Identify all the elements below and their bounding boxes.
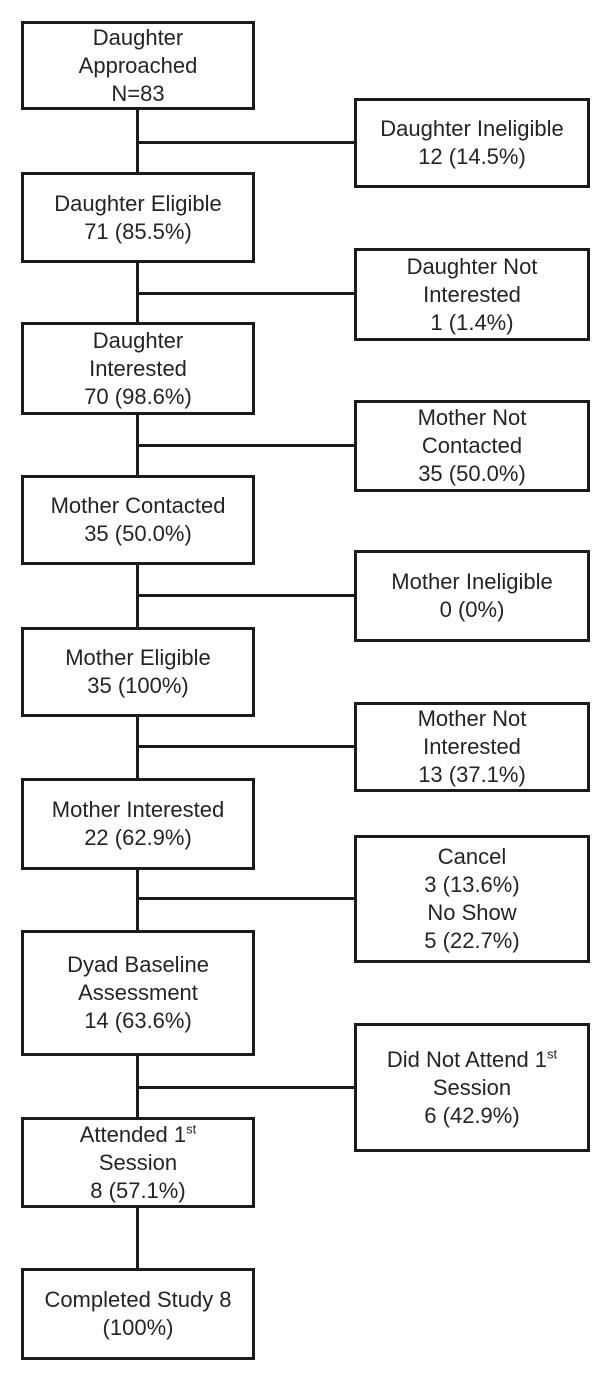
box-text-line: 8 (57.1%) — [90, 1177, 186, 1203]
box-text-line: Session — [432, 1074, 512, 1100]
branch-line-daughter-ineligible — [137, 141, 355, 144]
box-text-line: 13 (37.1%) — [418, 762, 526, 787]
flow-box-mother-ineligible: Mother Ineligible 0 (0%) — [354, 550, 590, 642]
box-text-line: Daughter Eligible — [54, 190, 222, 216]
branch-line-daughter-not-interested — [137, 292, 355, 295]
box-text-line: Approached — [78, 52, 198, 78]
box-text-line: Interested — [423, 734, 521, 759]
flow-box-daughter-interested: Daughter Interested 70 (98.6%) — [21, 322, 255, 415]
box-text-line: Assessment — [78, 980, 198, 1005]
box-text-line: Mother Eligible — [65, 645, 211, 670]
box-text-line: Completed Study 8 — [44, 1287, 232, 1312]
box-text-line: Daughter Not — [406, 253, 538, 279]
flow-box-daughter-ineligible: Daughter Ineligible 12 (14.5%) — [354, 98, 590, 188]
box-text-line: Did Not Attend 1st — [386, 1046, 558, 1072]
box-text-line: 3 (13.6%) — [424, 872, 520, 897]
box-text-line: Daughter — [92, 327, 184, 353]
branch-line-cancel-no-show — [137, 897, 355, 900]
box-text-line: (100%) — [102, 1315, 174, 1340]
box-text-line: 0 (0%) — [439, 597, 505, 622]
flow-box-daughter-not-interested: Daughter Not Interested 1 (1.4%) — [354, 248, 590, 341]
box-text-line: 1 (1.4%) — [430, 309, 514, 335]
box-text-line: 35 (50.0%) — [418, 461, 526, 486]
flow-box-daughter-approached: Daughter Approached N=83 — [21, 21, 255, 110]
flow-box-mother-eligible: Mother Eligible 35 (100%) — [21, 627, 255, 717]
box-text-line: 6 (42.9%) — [424, 1102, 520, 1128]
box-text-line: 12 (14.5%) — [418, 144, 526, 169]
box-text-line: 5 (22.7%) — [424, 928, 520, 953]
branch-line-did-not-attend — [137, 1086, 355, 1089]
box-text-line: Dyad Baseline — [67, 952, 209, 977]
branch-line-mother-ineligible — [137, 594, 355, 597]
box-text-line: 22 (62.9%) — [84, 825, 192, 850]
box-text-line: Session — [98, 1149, 178, 1175]
box-text-line: Mother Interested — [51, 797, 225, 822]
box-text-line: Mother Not — [417, 706, 527, 731]
box-text-line: Cancel — [437, 844, 507, 869]
box-text-line: 71 (85.5%) — [84, 218, 192, 244]
box-text-line: Daughter Ineligible — [380, 116, 564, 141]
flow-box-completed-study: Completed Study 8 (100%) — [21, 1268, 255, 1360]
box-text-line: 35 (100%) — [87, 673, 189, 698]
box-text-line: Mother Ineligible — [391, 569, 553, 594]
box-text-line: Mother Not — [417, 405, 527, 430]
box-text-line: Daughter — [92, 24, 184, 50]
flow-box-daughter-eligible: Daughter Eligible 71 (85.5%) — [21, 172, 255, 263]
box-text-line: Interested — [423, 281, 521, 307]
flow-box-attended-first-session: Attended 1st Session 8 (57.1%) — [21, 1117, 255, 1208]
flow-box-mother-interested: Mother Interested 22 (62.9%) — [21, 778, 255, 870]
box-text-line: Contacted — [421, 433, 523, 458]
box-text-line: 70 (98.6%) — [84, 383, 192, 409]
box-text-line: Interested — [89, 355, 187, 381]
branch-line-mother-not-contacted — [137, 444, 355, 447]
flow-box-dyad-baseline-assessment: Dyad Baseline Assessment 14 (63.6%) — [21, 930, 255, 1056]
box-text-line: N=83 — [111, 80, 165, 106]
box-text-line: 14 (63.6%) — [84, 1008, 192, 1033]
branch-line-mother-not-interested — [137, 745, 355, 748]
flow-box-did-not-attend-first-session: Did Not Attend 1st Session 6 (42.9%) — [354, 1023, 590, 1152]
box-text-line: 35 (50.0%) — [84, 521, 192, 546]
flow-box-cancel-no-show: Cancel 3 (13.6%) No Show 5 (22.7%) — [354, 835, 590, 963]
box-text-line: Attended 1st — [79, 1121, 197, 1147]
flow-box-mother-not-interested: Mother Not Interested 13 (37.1%) — [354, 702, 590, 792]
box-text-line: Mother Contacted — [50, 493, 226, 518]
flow-box-mother-contacted: Mother Contacted 35 (50.0%) — [21, 475, 255, 565]
flow-box-mother-not-contacted: Mother Not Contacted 35 (50.0%) — [354, 400, 590, 492]
box-text-line: No Show — [427, 900, 517, 925]
